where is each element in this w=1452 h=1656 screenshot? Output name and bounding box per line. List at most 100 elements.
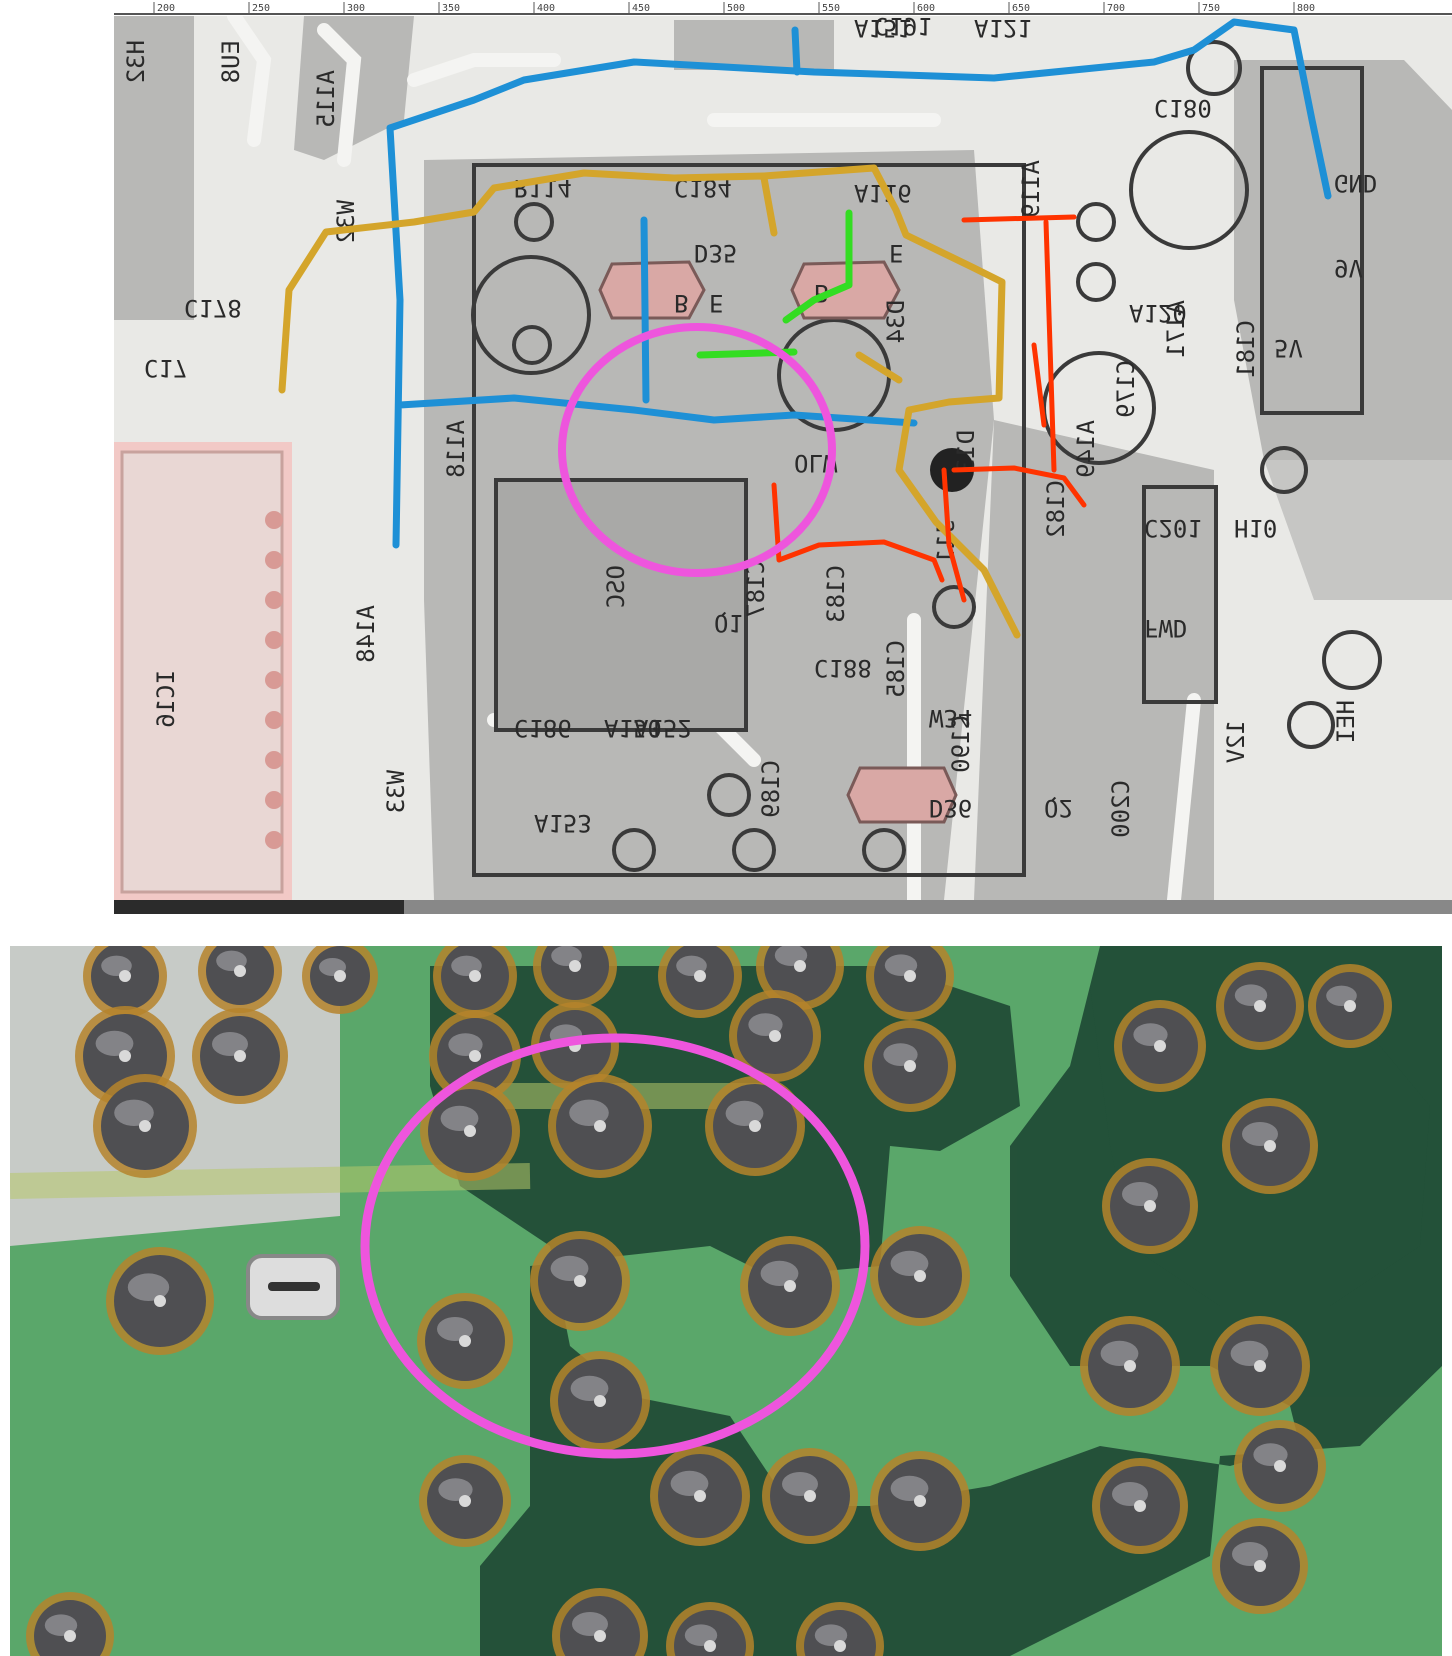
component-lead xyxy=(119,1050,131,1062)
silkscreen-label: W33 xyxy=(382,770,410,813)
silkscreen-label: A150 xyxy=(604,714,662,742)
red-trace-overlay xyxy=(771,214,1087,603)
component-lead xyxy=(694,1490,706,1502)
component-lead xyxy=(459,1335,471,1347)
silkscreen-label: H10 xyxy=(1234,514,1277,542)
gold-trace-overlay xyxy=(278,164,1021,639)
silkscreen-label: C181 xyxy=(1232,320,1260,378)
component-lead xyxy=(804,1490,816,1502)
silkscreen-label: C183 xyxy=(822,565,850,623)
component-lead xyxy=(769,1030,781,1042)
solder-highlight xyxy=(1112,1482,1148,1506)
component-lead xyxy=(154,1295,166,1307)
silkscreen-label: HEI xyxy=(1332,700,1360,743)
component-lead xyxy=(1254,1560,1266,1572)
ruler-tick-label: 250 xyxy=(252,3,270,14)
silkscreen-label: D34 xyxy=(882,300,910,343)
component-lead xyxy=(749,1120,761,1132)
component-lead xyxy=(464,1125,476,1137)
silkscreen-label: IC16 xyxy=(152,670,180,728)
silkscreen-label: Q2 xyxy=(1044,794,1073,822)
silkscreen-label: A119 xyxy=(1017,160,1045,218)
silkscreen-label: C200 xyxy=(1107,780,1135,838)
silkscreen-label: C190 xyxy=(947,715,975,773)
component-lead xyxy=(794,960,806,972)
annotation-overlays xyxy=(278,18,1332,639)
component-lead xyxy=(594,1395,606,1407)
component-lead xyxy=(1124,1360,1136,1372)
component-lead xyxy=(64,1630,76,1642)
component-lead xyxy=(1264,1140,1276,1152)
ruler-tick-label: 200 xyxy=(157,3,175,14)
component-lead xyxy=(334,970,346,982)
silkscreen-label: A118 xyxy=(442,420,470,478)
silkscreen-label: C179 xyxy=(1112,360,1140,418)
ruler-tick-label: 500 xyxy=(727,3,745,14)
jumper-wire xyxy=(268,1282,320,1291)
solder-highlight xyxy=(760,1260,799,1286)
solder-highlight xyxy=(670,1470,709,1496)
component-lead xyxy=(784,1280,796,1292)
solder-highlight xyxy=(569,1099,609,1126)
component-lead xyxy=(569,960,581,972)
magenta-highlight-circle-photo xyxy=(360,1033,870,1459)
silkscreen-label: Q1 xyxy=(714,609,743,637)
solder-highlight xyxy=(782,1472,818,1496)
silkscreen-label: EU8 xyxy=(217,40,245,83)
solder-highlight xyxy=(95,1030,134,1056)
component-lead xyxy=(594,1630,606,1642)
ruler-tick-label: 550 xyxy=(822,3,840,14)
silkscreen-label: C17 xyxy=(144,354,187,382)
component-lead xyxy=(834,1640,846,1652)
silkscreen-label: H32 xyxy=(122,40,150,83)
solder-highlight xyxy=(725,1100,764,1126)
solder-highlight xyxy=(572,1612,608,1636)
component-lead xyxy=(119,970,131,982)
component-lead xyxy=(139,1120,151,1132)
solder-highlight xyxy=(437,1317,473,1341)
silkscreen-label: E xyxy=(889,239,903,267)
ruler-tick-label: 750 xyxy=(1202,3,1220,14)
solder-highlight xyxy=(212,1032,248,1056)
component-lead xyxy=(234,1050,246,1062)
component-lead xyxy=(469,1050,481,1062)
ruler-tick-label: 300 xyxy=(347,3,365,14)
solder-highlight xyxy=(890,1475,929,1501)
silkscreen-label: C186 xyxy=(514,714,572,742)
component-lead xyxy=(914,1270,926,1282)
component-lead xyxy=(1344,1000,1356,1012)
silkscreen-label: D13 xyxy=(952,430,980,473)
solder-highlight xyxy=(1242,1122,1278,1146)
silkscreen-label: A153 xyxy=(534,809,592,837)
silkscreen-label: A148 xyxy=(352,605,380,663)
component-lead xyxy=(1144,1200,1156,1212)
solder-highlight xyxy=(440,1105,479,1131)
component-lead xyxy=(574,1275,586,1287)
silkscreen-label: C180 xyxy=(1154,94,1212,122)
component-lead xyxy=(459,1495,471,1507)
ic16-pins xyxy=(265,511,283,849)
silkscreen-label: C201 xyxy=(1144,514,1202,542)
silkscreen-label: B xyxy=(674,289,688,317)
pcb-photo xyxy=(10,946,1442,1656)
component-lead xyxy=(1254,1000,1266,1012)
silkscreen-label: C178 xyxy=(184,294,242,322)
component-lead xyxy=(1154,1040,1166,1052)
silkscreen-label: C191 xyxy=(874,12,932,40)
component-lead xyxy=(694,970,706,982)
ruler-tick-label: 650 xyxy=(1012,3,1030,14)
silkscreen-label: C182 xyxy=(1042,480,1070,538)
silkscreen-label: OSC xyxy=(602,565,630,608)
silkscreen-label: C188 xyxy=(814,654,872,682)
silkscreen-label: A151 xyxy=(854,14,912,42)
solder-highlight xyxy=(890,1250,929,1276)
silkscreen-label: A149 xyxy=(1072,420,1100,478)
component-lead xyxy=(234,965,246,977)
component-lead xyxy=(1274,1460,1286,1472)
solder-highlight xyxy=(1232,1542,1268,1566)
component-lead xyxy=(704,1640,716,1652)
ruler-tick-label: 800 xyxy=(1297,3,1315,14)
